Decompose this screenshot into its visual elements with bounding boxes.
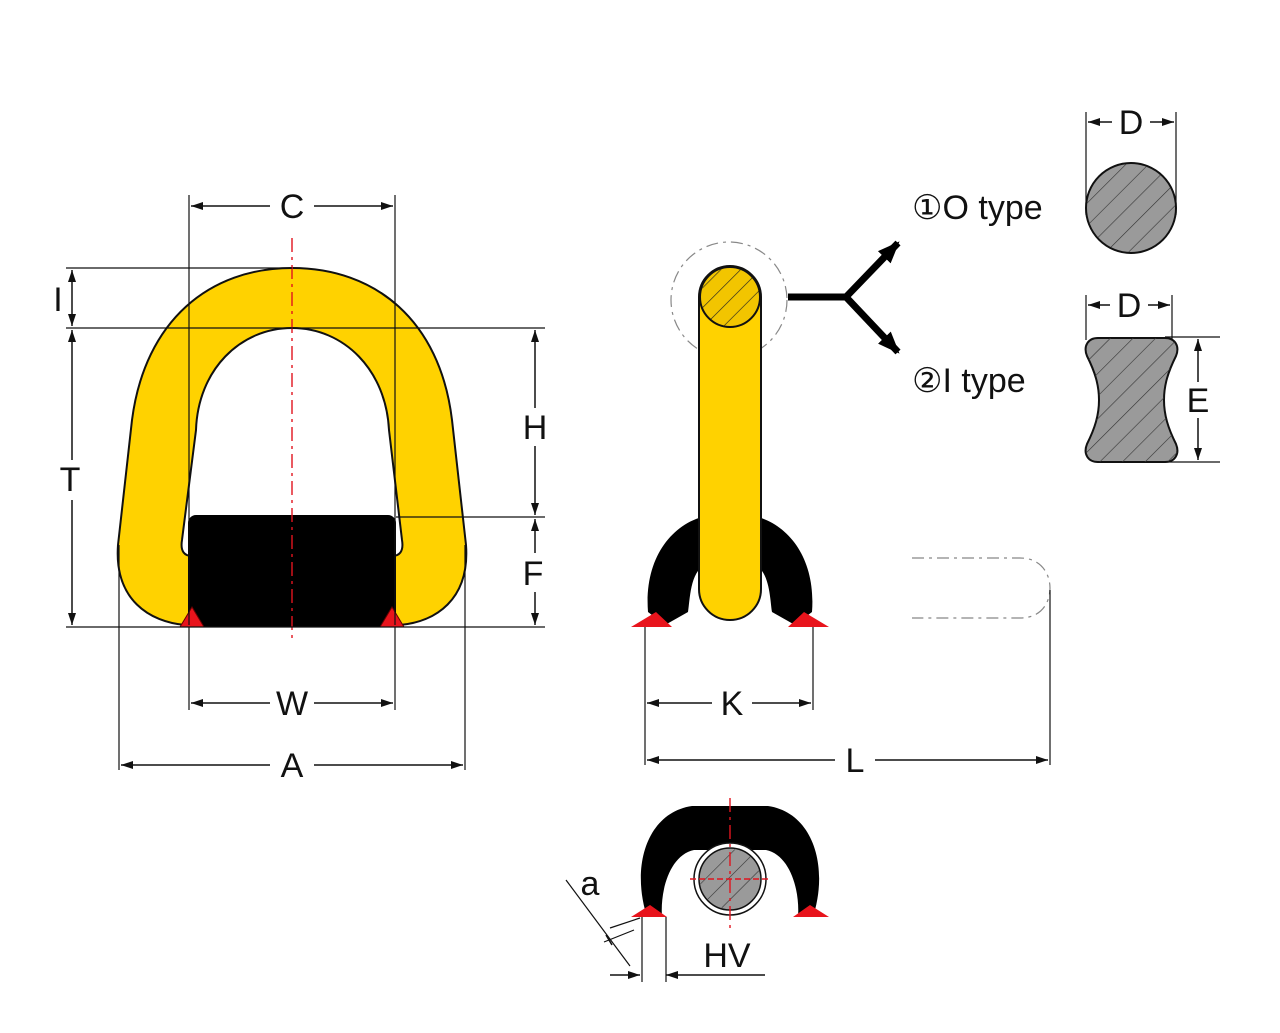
o-type-label: ①O type	[912, 189, 1043, 227]
dim-label-w: W	[276, 685, 308, 723]
dim-label-h: H	[523, 409, 548, 447]
dim-label-f: F	[523, 555, 544, 593]
side-view	[631, 241, 1051, 627]
detail-weld-left	[631, 905, 667, 917]
front-labels: C I T H F W A	[53, 188, 547, 785]
front-view	[116, 238, 468, 640]
dim-label-d-o: D	[1119, 104, 1144, 142]
side-bracket	[647, 516, 813, 625]
detail-weld-right	[793, 905, 829, 917]
side-labels: K L	[721, 685, 865, 780]
dim-label-c: C	[280, 188, 305, 226]
o-type-section: D	[1085, 104, 1177, 254]
dim-label-k: K	[721, 685, 744, 723]
dim-label-e: E	[1187, 382, 1210, 420]
side-weld-right	[788, 612, 829, 627]
i-type-label: ②I type	[912, 362, 1026, 400]
dim-label-d-i: D	[1117, 287, 1142, 325]
side-weld-left	[631, 612, 672, 627]
dim-label-l: L	[846, 742, 865, 780]
i-type-section: D E	[1084, 287, 1220, 463]
side-dimensions	[644, 590, 1051, 765]
folded-phantom	[912, 557, 1051, 619]
type-branch-arrows	[788, 240, 901, 355]
swing-phantom-circle	[670, 241, 788, 359]
detail-bracket	[640, 806, 820, 917]
dim-label-a: A	[281, 747, 304, 785]
dim-label-hv: HV	[703, 937, 751, 975]
dim-label-t: T	[60, 461, 81, 499]
weld-detail-view	[565, 798, 829, 982]
dim-label-i: I	[53, 281, 62, 319]
dim-label-weld-a: a	[581, 865, 600, 903]
front-dimensions	[66, 195, 545, 770]
